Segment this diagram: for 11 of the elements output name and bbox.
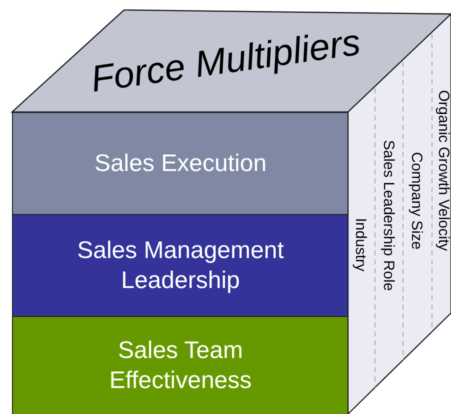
layer-band [12, 214, 349, 317]
layer-label: Sales Team Effectiveness [108, 336, 253, 396]
factor-label: Company Size [407, 152, 425, 250]
cube-title: Force Multipliers [88, 21, 363, 101]
layer-label: Sales Management Leadership [76, 236, 285, 296]
factor-label: Industry [351, 218, 369, 272]
layer-band [12, 112, 349, 215]
factor-label: Organic Growth Velocity [434, 90, 451, 251]
layer-label: Sales Execution [94, 148, 267, 178]
layer-band [12, 316, 349, 414]
factor-label: Sales Leadership Role [379, 140, 397, 291]
